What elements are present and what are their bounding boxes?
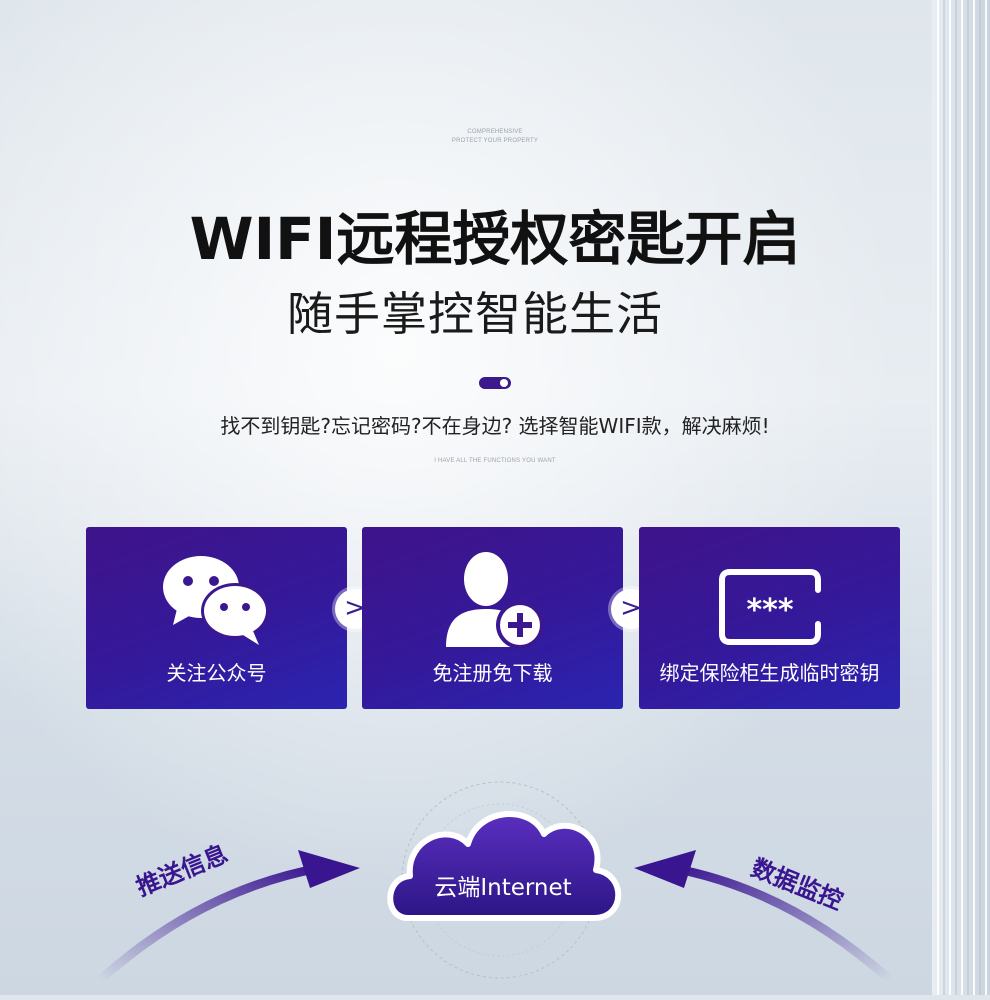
cloud-label: 云端Internet <box>434 875 572 901</box>
step-card-wechat: 关注公众号 <box>86 527 347 709</box>
kicker-top-line1: COMPREHENSIVE <box>467 129 523 135</box>
flow-arrows <box>95 781 895 985</box>
kicker-top-line2: PROTECT YOUR PROPERTY <box>451 138 539 144</box>
kicker-mid: I HAVE ALL THE FUNCTIONS YOU WANT <box>434 458 556 464</box>
password-icon: *** <box>639 557 900 657</box>
step-label: 免注册免下载 <box>432 661 553 685</box>
step-card-register: 免注册免下载 <box>362 527 623 709</box>
kicker-top: COMPREHENSIVE PROTECT YOUR PROPERTY <box>0 128 990 146</box>
headline: WIFI远程授权密匙开启 <box>189 205 801 273</box>
toggle-pill-decoration <box>479 377 511 389</box>
building-decoration <box>932 0 990 995</box>
subheadline: 随手掌控智能生活 <box>287 287 663 341</box>
password-mask: *** <box>746 593 793 628</box>
step-label: 绑定保险柜生成临时密钥 <box>659 661 880 685</box>
left-arrowhead <box>298 850 360 888</box>
step-card-password: *** 绑定保险柜生成临时密钥 <box>639 527 900 709</box>
cloud-icon <box>387 811 622 921</box>
tagline: 找不到钥匙?忘记密码?不在身边? 选择智能WIFI款，解决麻烦! <box>220 414 770 438</box>
wechat-icon <box>86 549 347 649</box>
step-label: 关注公众号 <box>166 661 267 685</box>
user-add-icon <box>362 549 623 649</box>
right-arrowhead <box>634 850 696 888</box>
